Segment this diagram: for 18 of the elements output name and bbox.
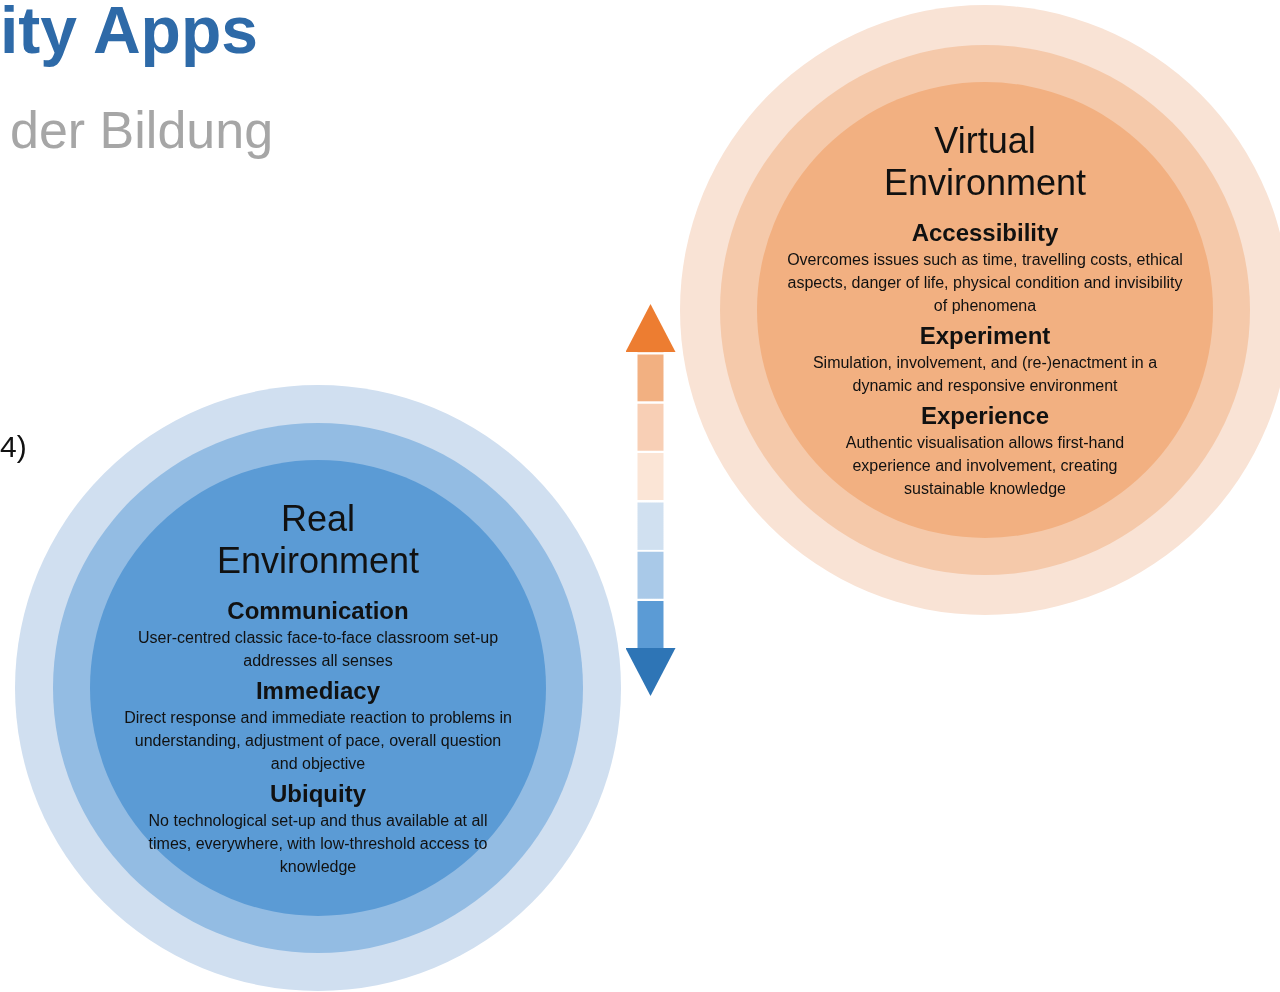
description-text: Authentic visualisation allows first-hand experience and involvement, creating sustainable knowledge — [844, 433, 1126, 499]
section-heading: Experience — [920, 401, 1050, 431]
description-text: Overcomes issues such as time, travelling costs, ethical aspects, danger of life, physical condition and invisibility of phenomena — [786, 250, 1184, 316]
subtitle: der Bildung — [10, 100, 274, 160]
title: ity Apps — [0, 0, 258, 68]
description-text: Direct response and immediate reaction to problems in understanding, adjustment of pace, overall question and objective — [123, 708, 513, 774]
section-heading: Accessibility — [911, 218, 1059, 248]
text-fragment: 4) — [0, 430, 27, 464]
double-arrow — [625, 304, 676, 696]
description-text: No technological set-up and thus available at all times, everywhere, with low-threshold access to knowledge — [148, 811, 488, 877]
circle-title: Real Environment — [215, 498, 421, 582]
section-heading: Communication — [227, 596, 409, 626]
circle-title: Virtual Environment — [882, 120, 1088, 204]
section-heading: Immediacy — [255, 676, 381, 706]
description-text: Simulation, involvement, and (re-)enactment in a dynamic and responsive environment — [811, 353, 1159, 396]
section-heading: Ubiquity — [270, 779, 366, 809]
section-heading: Experiment — [919, 321, 1051, 351]
description-text: User-centred classic face-to-face classroom set-up addresses all senses — [136, 628, 500, 671]
